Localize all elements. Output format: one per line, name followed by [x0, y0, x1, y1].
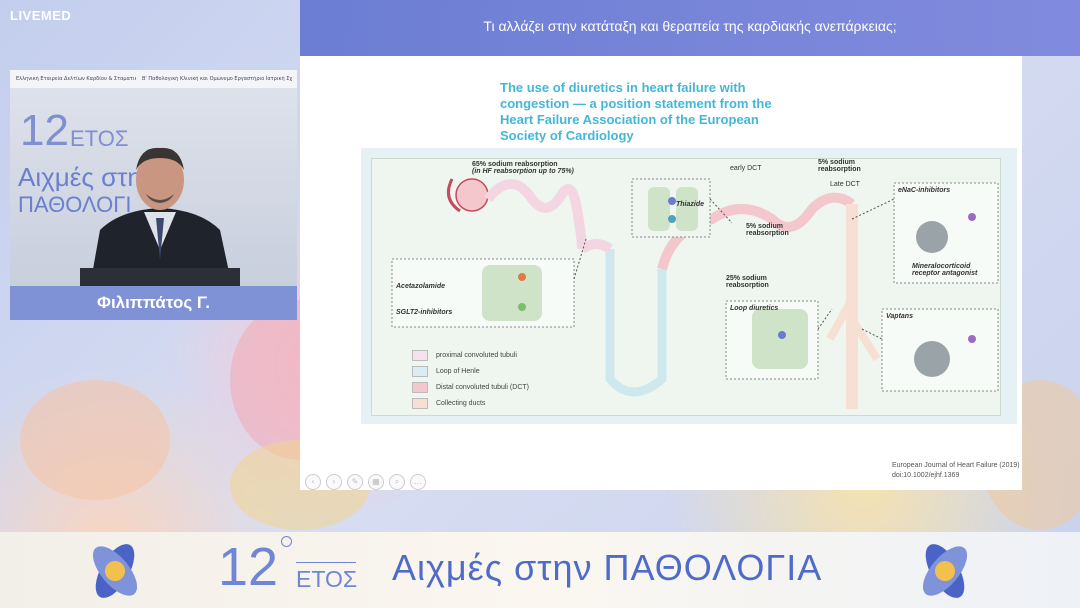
speaker-figure — [80, 147, 240, 286]
label-text: (in HF reabsorption up to 75%) — [472, 168, 574, 175]
label-text: 5% sodium — [818, 159, 855, 166]
legend-item: Collecting ducts — [412, 397, 529, 409]
video-event-line2: ΠΑΘΟΛΟΓΙ — [18, 192, 132, 217]
footer-title: Αιχμές στην ΠΑΘΟΛΟΓΙΑ — [392, 547, 823, 588]
legend-item: Loop of Henle — [412, 365, 529, 377]
label-sglt2: SGLT2-inhibitors — [396, 309, 453, 316]
header-bar: Τι αλλάζει στην κατάταξη και θεραπεία τη… — [300, 0, 1080, 56]
zoom-icon[interactable]: ⌕ — [389, 474, 405, 490]
legend-swatch — [412, 397, 428, 409]
label-text: reabsorption — [746, 230, 789, 237]
label-acetazolamide: Acetazolamide — [396, 283, 446, 290]
footer-banner: 12 ΕΤΟΣ Αιχμές στην ΠΑΘΟΛΟΓΙΑ — [0, 532, 1080, 608]
slide-citation: European Journal of Heart Failure (2019)… — [892, 461, 1020, 481]
banner-right-text: Β' Παθολογική Κλινική και Ομώνυμο Εργαστ… — [142, 76, 292, 82]
banner-left-text: Ελληνική Εταιρεία Δελτίων Καρδίου & Σταμ… — [16, 76, 136, 82]
label-early-dct: early DCT — [730, 165, 762, 172]
legend-label: Collecting ducts — [436, 399, 486, 407]
more-icon[interactable]: … — [410, 474, 426, 490]
degree-icon — [281, 536, 292, 547]
label-late-dct: Late DCT — [830, 181, 860, 188]
legend-label: proximal convoluted tubuli — [436, 351, 517, 359]
next-slide-icon[interactable]: › — [326, 474, 342, 490]
grid-icon[interactable]: ▦ — [368, 474, 384, 490]
speaker-name-bar: Φιλιππάτος Γ. — [10, 286, 297, 320]
label-dct-pct: 5% sodium reabsorption — [746, 223, 789, 237]
flower-decoration — [92, 544, 138, 598]
label-late-dct-pct: 5% sodium reabsorption — [818, 159, 861, 173]
video-event-years: ΕΤΟΣ — [70, 126, 129, 151]
flower-decoration — [922, 544, 968, 598]
presentation-slide: The use of diuretics in heart failure wi… — [300, 56, 1022, 490]
legend-item: Distal convoluted tubuli (DCT) — [412, 381, 529, 393]
legend-label: Loop of Henle — [436, 367, 480, 375]
legend-item: proximal convoluted tubuli — [412, 349, 529, 361]
label-text: reabsorption — [726, 282, 769, 289]
legend-swatch — [412, 349, 428, 361]
label-vaptans: Vaptans — [886, 313, 913, 320]
slide-title-line: The use of diuretics in heart failure wi… — [500, 80, 746, 95]
nephron-figure: 65% sodium reabsorption (in HF reabsorpt… — [361, 148, 1017, 424]
label-proximal: 65% sodium reabsorption (in HF reabsorpt… — [472, 161, 574, 175]
speaker-video: Ελληνική Εταιρεία Δελτίων Καρδίου & Σταμ… — [10, 70, 297, 286]
citation-journal: European Journal of Heart Failure (2019) — [892, 462, 1020, 469]
video-banner: Ελληνική Εταιρεία Δελτίων Καρδίου & Σταμ… — [10, 70, 297, 88]
label-text: 5% sodium — [746, 223, 783, 230]
slide-title-line: Society of Cardiology — [500, 128, 634, 143]
footer-event-number: 12 — [218, 537, 279, 597]
footer-divider — [296, 562, 356, 563]
slide-title-line: Heart Failure Association of the Europea… — [500, 112, 759, 127]
figure-panel: 65% sodium reabsorption (in HF reabsorpt… — [371, 158, 1001, 416]
video-event-line1: Αιχμές στην — [18, 162, 155, 192]
decor-blob — [20, 380, 170, 500]
label-enac: eNaC-inhibitors — [898, 187, 951, 194]
label-thiazide: Thiazide — [676, 201, 705, 208]
legend-swatch — [412, 365, 428, 377]
video-event-number: 12 — [20, 106, 69, 155]
broadcast-logo: LIVEMED — [10, 8, 72, 23]
slide-toolbar: ‹ › ✎ ▦ ⌕ … — [305, 474, 426, 490]
slide-title: The use of diuretics in heart failure wi… — [500, 80, 860, 144]
talk-title: Τι αλλάζει στην κατάταξη και θεραπεία τη… — [483, 18, 897, 34]
prev-slide-icon[interactable]: ‹ — [305, 474, 321, 490]
pen-icon[interactable]: ✎ — [347, 474, 363, 490]
slide-title-line: congestion — a position statement from t… — [500, 96, 772, 111]
label-loop-pct: 25% sodium reabsorption — [726, 275, 769, 289]
label-loop-diuretics: Loop diuretics — [730, 305, 779, 312]
label-mra: Mineralocorticoid receptor antagonist — [912, 263, 978, 277]
label-text: 25% sodium — [726, 275, 767, 282]
legend-label: Distal convoluted tubuli (DCT) — [436, 383, 529, 391]
label-text: reabsorption — [818, 166, 861, 173]
citation-doi: doi:10.1002/ejhf.1369 — [892, 472, 960, 479]
legend-swatch — [412, 381, 428, 393]
footer-event-years: ΕΤΟΣ — [296, 566, 358, 592]
label-text: 65% sodium reabsorption — [472, 161, 558, 168]
nephron-diagram — [391, 178, 999, 409]
